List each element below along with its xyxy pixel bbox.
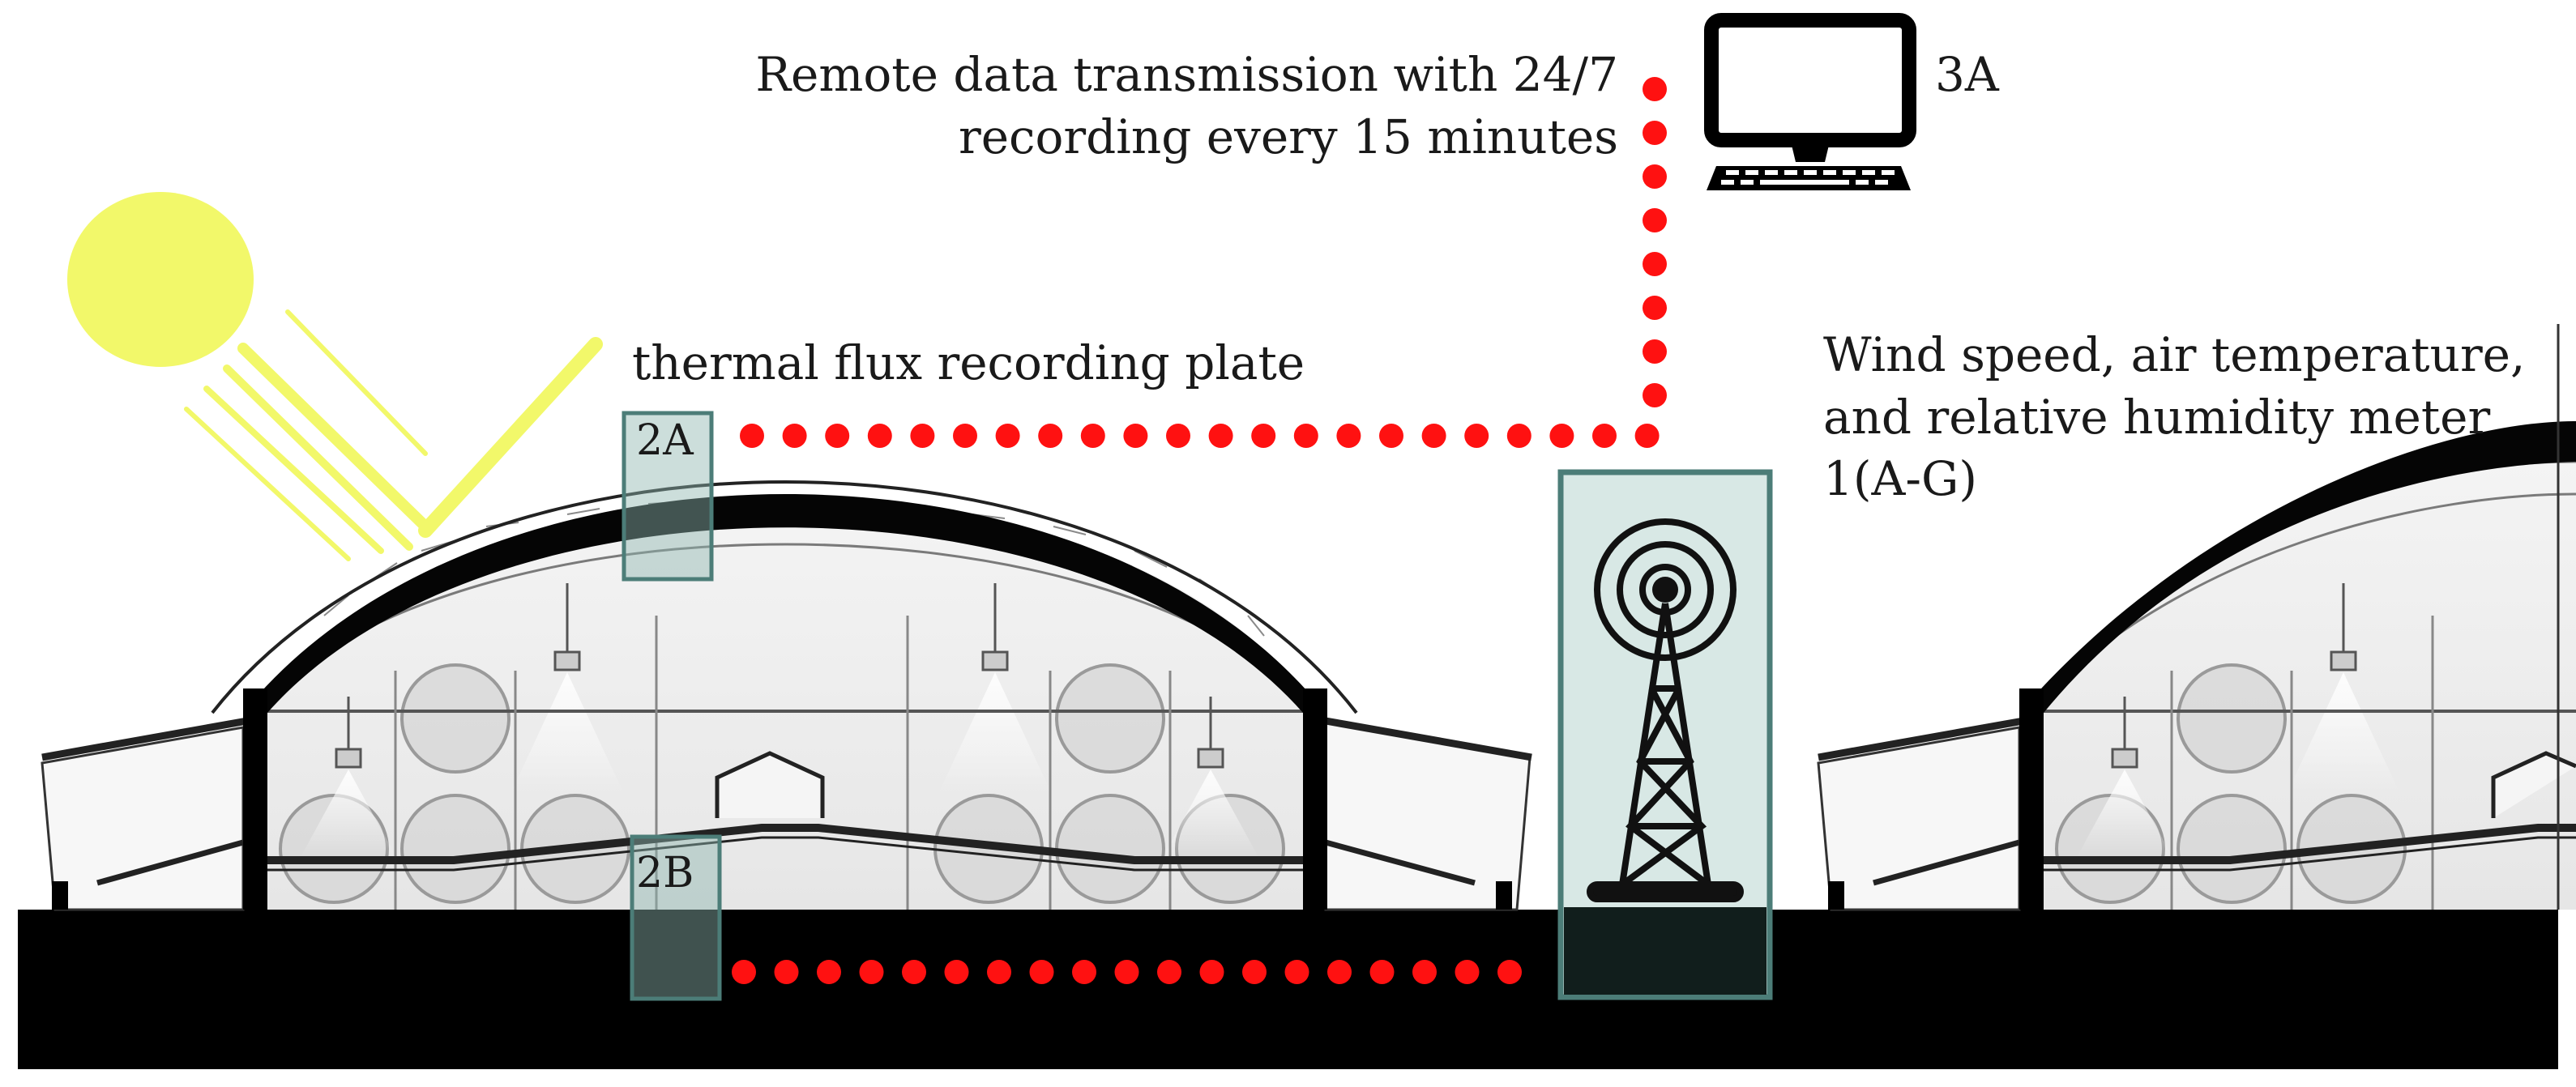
signal-dot [1251, 424, 1276, 448]
signal-dots [732, 77, 1667, 984]
signal-dot [1029, 960, 1054, 984]
signal-dot [987, 960, 1011, 984]
signal-dot [740, 424, 764, 448]
signal-dot [1643, 164, 1667, 189]
signal-dot [1123, 424, 1148, 448]
meter-line-3: 1(A-G) [1823, 451, 1977, 507]
signal-dot [1080, 424, 1105, 448]
signal-dot [1497, 960, 1522, 984]
sun-icon [67, 192, 603, 561]
signal-dot [1412, 960, 1437, 984]
signal-dot [995, 424, 1020, 448]
signal-dot [774, 960, 799, 984]
sensor-2b-id: 2B [636, 849, 694, 897]
signal-dot [1634, 424, 1660, 448]
signal-dot [953, 424, 977, 448]
signal-dot [1242, 960, 1267, 984]
signal-dot [1464, 424, 1489, 448]
plate-label: thermal flux recording plate [632, 335, 1305, 390]
signal-dot [1643, 296, 1667, 320]
signal-dot [1114, 960, 1139, 984]
signal-dot [825, 424, 850, 448]
sensor-2a-id: 2A [636, 416, 694, 465]
signal-dot [817, 960, 841, 984]
meter-label: Wind speed, air temperature, and relativ… [1823, 324, 2525, 510]
greenhouse-left [41, 480, 1532, 911]
signal-dot [1284, 960, 1309, 984]
signal-dot [859, 960, 884, 984]
signal-dot [1038, 424, 1063, 448]
signal-dot [1336, 424, 1361, 448]
transmission-label: Remote data transmission with 24/7 recor… [755, 44, 1618, 168]
signal-dot [1166, 424, 1190, 448]
signal-dot [1157, 960, 1181, 984]
signal-dot [1199, 960, 1224, 984]
signal-dot [732, 960, 756, 984]
transmission-line-1: Remote data transmission with 24/7 [755, 47, 1618, 102]
signal-dot [1592, 424, 1617, 448]
signal-dot [1549, 424, 1574, 448]
signal-dot [1455, 960, 1480, 984]
signal-dot [1072, 960, 1096, 984]
signal-dot [902, 960, 926, 984]
signal-dot [1421, 424, 1446, 448]
signal-dot [910, 424, 935, 448]
signal-dot [1208, 424, 1233, 448]
signal-dot [782, 424, 807, 448]
signal-dot [1643, 383, 1667, 407]
sensor-box-2b [630, 834, 722, 1001]
signal-dot [1643, 208, 1667, 232]
sensor-box-2a [622, 411, 714, 582]
signal-dot [1369, 960, 1395, 984]
signal-dot [1327, 960, 1352, 984]
signal-dot [867, 424, 892, 448]
computer-id: 3A [1935, 47, 1999, 102]
signal-dot [1506, 424, 1532, 448]
weather-station [1557, 469, 1773, 1000]
signal-dot [1293, 424, 1318, 448]
signal-dot [1643, 339, 1667, 364]
computer-icon [1704, 13, 1916, 190]
ground [18, 910, 2558, 1069]
signal-dot [1643, 252, 1667, 276]
signal-dot [1379, 424, 1403, 448]
signal-dot [1643, 77, 1667, 101]
antenna-icon [1587, 518, 1744, 902]
signal-dot [944, 960, 969, 984]
signal-dot [1643, 121, 1667, 145]
greenhouse-right [1817, 324, 2576, 911]
transmission-line-2: recording every 15 minutes [958, 109, 1618, 164]
meter-line-2: and relative humidity meter [1823, 389, 2491, 445]
meter-line-1: Wind speed, air temperature, [1823, 327, 2526, 382]
